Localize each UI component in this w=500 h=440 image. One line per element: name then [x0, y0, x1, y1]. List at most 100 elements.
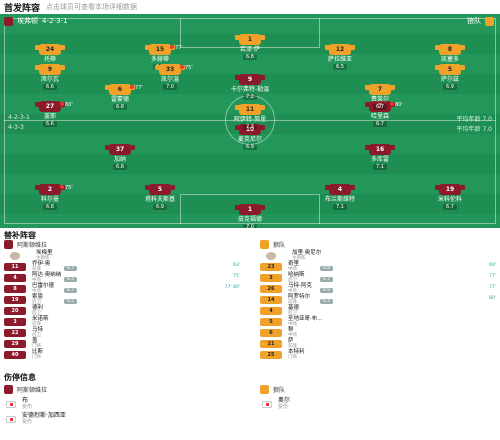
player-rating: 6.7: [443, 204, 457, 210]
injuries-home-team: 阿斯顿维拉: [17, 386, 48, 394]
home-rating-label: 平均年龄 7.0: [456, 116, 492, 123]
sub-position: 前锋: [32, 321, 41, 327]
sub-name: 乔伊·奥: [32, 260, 51, 267]
shirt-icon: 5: [435, 64, 465, 75]
sub-off-icon: [390, 102, 394, 106]
coach-role: 主教练: [36, 255, 50, 261]
player-rating: 6.8: [113, 164, 127, 170]
away-crest-icon: [485, 16, 494, 26]
injury-icon: [6, 400, 16, 408]
sub-rating: 6.7: [64, 288, 78, 293]
shirt-number-badge: 3: [4, 317, 26, 326]
sub-on-event: 60': [489, 263, 496, 268]
shirt-icon: 19: [435, 184, 465, 195]
shirt-number-badge: 11: [4, 262, 26, 271]
bottom-box: [180, 194, 320, 224]
subs-home-team: 阿斯顿维拉: [17, 241, 48, 249]
home-coach[interactable]: 埃梅里 主教练: [4, 250, 244, 261]
away-rating-label: 平均年龄 7.0: [456, 126, 492, 133]
subs-away-header: 狼队: [260, 238, 285, 250]
sub-rating: 6.9: [320, 288, 334, 293]
lineup-subtitle: 点击球员可查看本场详细数据: [46, 3, 138, 11]
player-name: 凯塞多: [440, 56, 459, 63]
sub-name: 德利: [32, 304, 44, 311]
injury-row[interactable]: 奥尔受伤: [262, 397, 290, 411]
shirt-icon: 15: [145, 44, 175, 55]
injury-row[interactable]: 布受伤: [6, 397, 32, 411]
player-name: 塔科夫斯基: [144, 196, 175, 203]
injury-row[interactable]: 安德烈斯·加西亚受伤: [6, 412, 66, 426]
pitch-outline: [4, 18, 496, 224]
shirt-number-badge: 20: [4, 306, 26, 315]
sub-position: 中场: [288, 321, 297, 327]
substitution-event: 77': [170, 45, 183, 51]
player-name: 加纳: [113, 156, 126, 163]
player-name: 科尔曼: [40, 196, 59, 203]
sub-rating: 6.8: [320, 266, 334, 271]
player-name: 卡尔弗特-勒温: [230, 86, 270, 93]
shirt-icon: 37: [105, 144, 135, 155]
sub-on-event: 77': [489, 285, 496, 290]
sub-name: 阿罗特尔: [288, 293, 311, 300]
shirt-number-badge: 4: [4, 273, 26, 282]
away-formation-label: 4-3-3: [8, 124, 24, 131]
shirt-icon: 12: [325, 44, 355, 55]
shirt-icon: 8: [435, 44, 465, 55]
player-rating: 7.2: [243, 94, 257, 100]
player-name: 雷蒙德: [110, 96, 129, 103]
sub-name: 巴雷尔德: [32, 282, 55, 289]
shirt-number-badge: 3: [260, 273, 282, 282]
injuries-away-team: 狼队: [273, 386, 286, 394]
player-name: 费莱尔: [370, 96, 389, 103]
shirt-icon: 9: [235, 74, 265, 85]
shirt-number-badge: 29: [4, 339, 26, 348]
sub-name: 穆: [288, 326, 294, 333]
player-name: 盖耶: [43, 113, 56, 120]
sub-position: 中场: [288, 332, 297, 338]
player-name: 若泽·萨: [240, 46, 260, 53]
shirt-number-badge: 19: [4, 295, 26, 304]
player-rating: 6.5: [333, 64, 347, 70]
player-rating: 6.8: [113, 104, 127, 110]
sub-name: 马特: [32, 326, 44, 333]
shirt-icon: 2: [35, 184, 65, 195]
away-coach[interactable]: 加里·奥尼尔 主教练: [260, 250, 500, 261]
